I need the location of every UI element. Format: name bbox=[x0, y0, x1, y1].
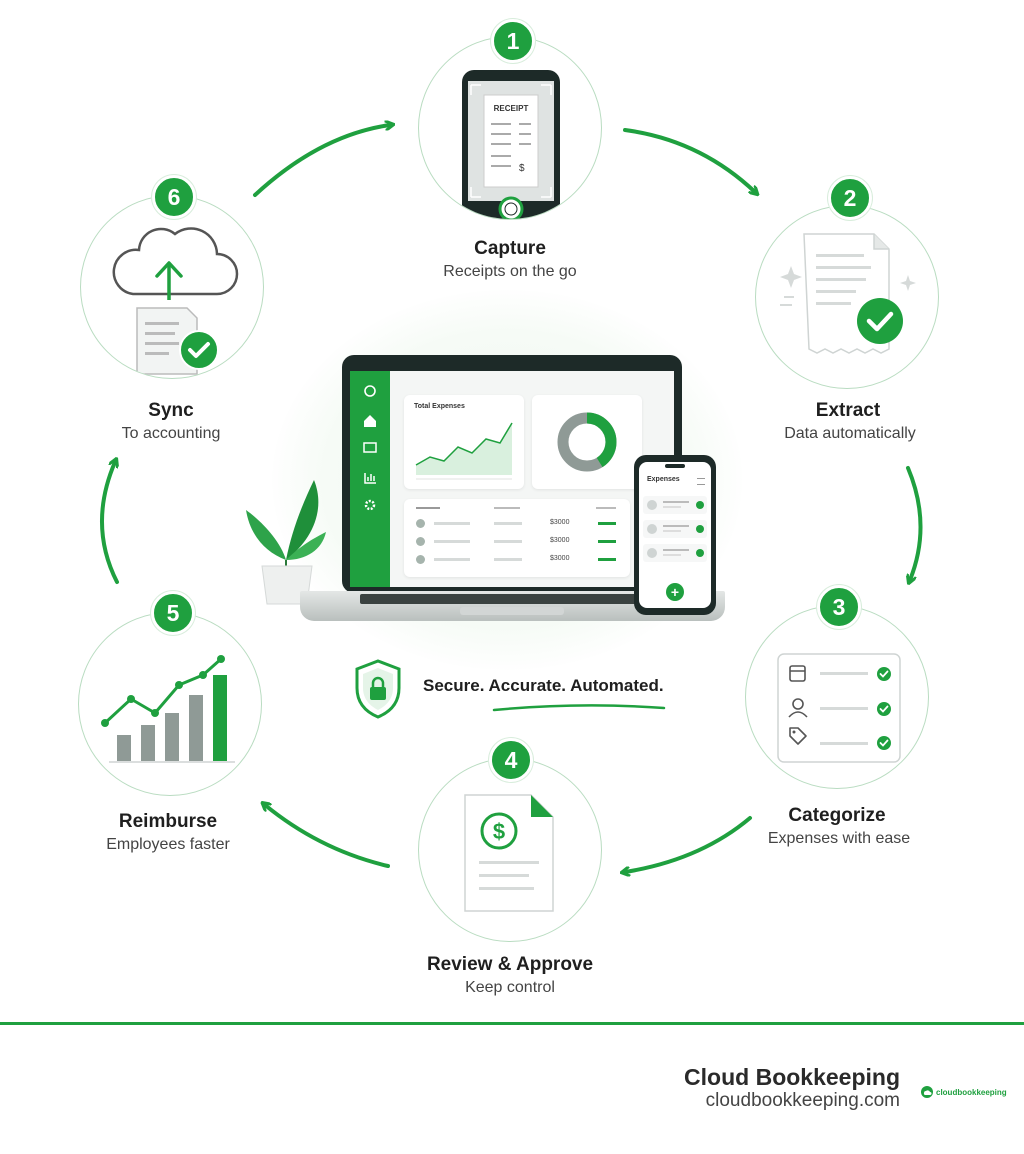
table-header-bar bbox=[596, 507, 616, 509]
step-1-subtitle: Receipts on the go bbox=[443, 263, 577, 280]
expense-table-card: $3000 $3000 $3000 bbox=[404, 499, 630, 577]
step-6-title: Sync bbox=[148, 400, 194, 421]
brand-logo-icon bbox=[921, 1086, 933, 1098]
arrow-4-to-5 bbox=[265, 805, 390, 868]
row-amount: $3000 bbox=[550, 555, 570, 562]
row-amount: $3000 bbox=[550, 537, 570, 544]
step-2-subtitle: Data automatically bbox=[784, 425, 916, 442]
phone-list-item bbox=[643, 496, 707, 514]
cloud-sync-illustration bbox=[112, 227, 239, 375]
brand-logo-text: cloudbookkeeping bbox=[936, 1087, 1007, 1097]
arrow-5-to-6 bbox=[100, 462, 117, 584]
phone-title: Expenses bbox=[647, 476, 680, 483]
brand-name: Cloud Bookkeeping bbox=[684, 1064, 900, 1090]
step-3-title: Categorize bbox=[788, 805, 886, 826]
receipt-label: RECEIPT bbox=[493, 104, 529, 113]
step-2-badge: 2 bbox=[828, 176, 872, 220]
table-row: $3000 bbox=[404, 533, 630, 551]
arrow-1-to-2 bbox=[623, 128, 755, 192]
phone-notch bbox=[665, 464, 685, 468]
phone-camera-illustration bbox=[462, 70, 560, 219]
tagline: Secure. Accurate. Automated. bbox=[423, 676, 664, 695]
step-5-title: Reimburse bbox=[118, 811, 218, 832]
step-3-circle bbox=[745, 605, 929, 789]
invoice-dollar-illustration: $ bbox=[464, 794, 554, 912]
growth-chart-illustration bbox=[101, 655, 235, 763]
phone-list-item bbox=[643, 520, 707, 538]
donut-card bbox=[532, 395, 642, 489]
step-2-circle bbox=[755, 205, 939, 389]
arrow-2-to-3 bbox=[908, 466, 923, 580]
step-1-title: Capture bbox=[474, 238, 546, 259]
step-3-badge: 3 bbox=[817, 585, 861, 629]
footer-divider bbox=[0, 1022, 1024, 1025]
step-6-circle bbox=[80, 195, 264, 379]
arrow-3-to-4 bbox=[625, 816, 752, 872]
sidebar-icons bbox=[363, 385, 377, 511]
step-4-badge: 4 bbox=[489, 738, 533, 782]
table-row: $3000 bbox=[404, 551, 630, 569]
laptop-trackpad bbox=[460, 607, 564, 615]
laptop-keyboard-strip bbox=[360, 594, 665, 604]
document-check-illustration bbox=[780, 233, 916, 354]
chart-title: Total Expenses bbox=[414, 403, 465, 410]
phone-list-item bbox=[643, 544, 707, 562]
laptop: Total Expenses $3000 bbox=[300, 355, 725, 627]
table-header-bar bbox=[494, 507, 520, 509]
step-4-circle: $ bbox=[418, 758, 602, 942]
step-1-circle: RECEIPT $ bbox=[418, 36, 602, 220]
svg-text:$: $ bbox=[493, 819, 505, 844]
step-6-badge: 6 bbox=[152, 175, 196, 219]
brand-logo: cloudbookkeeping bbox=[921, 1086, 1007, 1098]
phone-add-button[interactable]: + bbox=[666, 583, 684, 601]
donut-chart bbox=[557, 412, 617, 472]
category-list-illustration bbox=[777, 653, 901, 763]
step-3-subtitle: Expenses with ease bbox=[767, 830, 911, 847]
menu-icon bbox=[697, 478, 705, 485]
step-1-badge: 1 bbox=[491, 19, 535, 63]
tagline-underline bbox=[492, 704, 666, 712]
shield-lock-icon bbox=[355, 659, 401, 719]
laptop-sidebar bbox=[350, 371, 390, 587]
step-5-subtitle: Employees faster bbox=[106, 836, 230, 853]
phone-mockup: Expenses + bbox=[634, 455, 716, 615]
row-amount: $3000 bbox=[550, 519, 570, 526]
step-5-badge: 5 bbox=[151, 591, 195, 635]
step-4-title: Review & Approve bbox=[426, 954, 594, 975]
plant-illustration bbox=[246, 480, 326, 605]
line-chart bbox=[415, 422, 513, 480]
table-header-bar bbox=[416, 507, 440, 509]
arrow-6-to-1 bbox=[253, 125, 390, 197]
phone-screen: Expenses + bbox=[639, 462, 711, 608]
step-4-subtitle: Keep control bbox=[465, 979, 555, 996]
step-2-title: Extract bbox=[815, 400, 881, 421]
expenses-chart-card: Total Expenses bbox=[404, 395, 524, 489]
brand-url: cloudbookkeeping.com bbox=[705, 1090, 900, 1111]
receipt-currency: $ bbox=[519, 163, 525, 174]
step-5-circle bbox=[78, 612, 262, 796]
laptop-screen: Total Expenses $3000 bbox=[350, 371, 674, 587]
step-6-subtitle: To accounting bbox=[121, 425, 221, 442]
table-row: $3000 bbox=[404, 515, 630, 533]
